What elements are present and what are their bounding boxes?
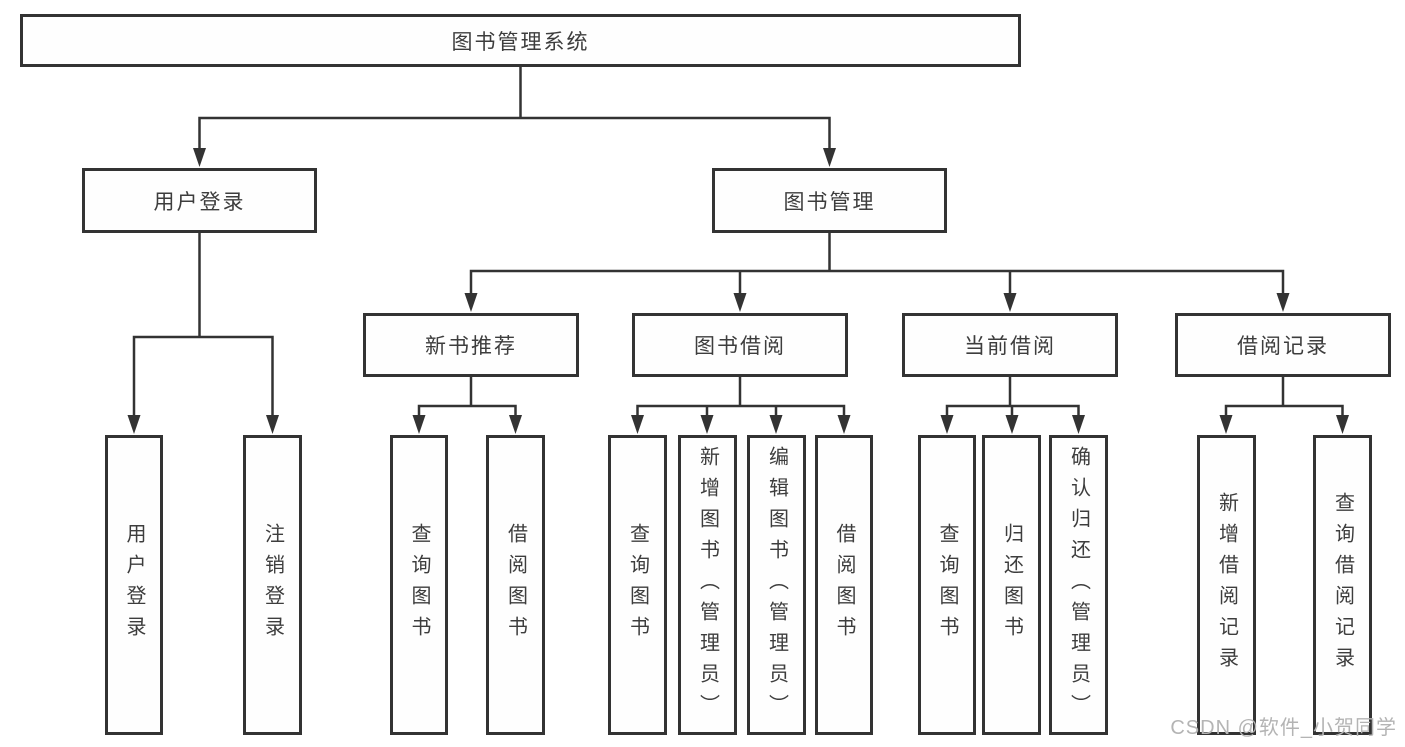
node-label: 查询图书 (408, 523, 430, 647)
connector-book-borrowing (631, 375, 851, 434)
node-label: 借阅图书 (833, 523, 855, 647)
connector-new-book-recommendation (412, 375, 522, 434)
node-label: 新增图书（管理员） (696, 445, 719, 725)
leaf-borrowing-query-books: 查询图书 (608, 435, 667, 735)
node-borrowing-records: 借阅记录 (1175, 313, 1391, 377)
node-label: 确认归还（管理员） (1067, 445, 1090, 725)
leaf-records-add-borrow-record: 新增借阅记录 (1197, 435, 1256, 735)
node-label: 查询图书 (626, 523, 649, 647)
leaf-current-query-books: 查询图书 (918, 435, 976, 735)
connector-current-borrowing (940, 375, 1085, 434)
leaf-current-confirm-return-admin: 确认归还（管理员） (1049, 435, 1108, 735)
node-label: 编辑图书（管理员） (765, 445, 788, 725)
leaf-borrowing-add-books-admin: 新增图书（管理员） (678, 435, 737, 735)
connector-root (193, 65, 836, 167)
node-label: 用户登录 (123, 523, 145, 647)
leaf-logout-login: 注销登录 (243, 435, 302, 735)
leaf-recommend-query-books: 查询图书 (390, 435, 448, 735)
node-book-management: 图书管理 (712, 168, 947, 233)
node-user-login: 用户登录 (82, 168, 317, 233)
node-label: 新增借阅记录 (1215, 492, 1238, 678)
node-label: 图书借阅 (694, 335, 786, 358)
leaf-current-return-books: 归还图书 (982, 435, 1041, 735)
node-label: 当前借阅 (964, 335, 1056, 358)
node-new-book-recommendation: 新书推荐 (363, 313, 579, 377)
leaf-borrowing-edit-books-admin: 编辑图书（管理员） (747, 435, 806, 735)
node-label: 查询图书 (936, 523, 958, 647)
leaf-records-query-borrow-record: 查询借阅记录 (1313, 435, 1372, 735)
node-label: 注销登录 (261, 523, 284, 647)
leaf-recommend-borrow-books: 借阅图书 (486, 435, 545, 735)
node-label: 图书管理系统 (451, 30, 590, 54)
node-label: 查询借阅记录 (1331, 492, 1354, 678)
node-label: 图书管理 (783, 190, 876, 214)
node-label: 新书推荐 (425, 335, 517, 358)
node-label: 借阅记录 (1237, 335, 1329, 358)
csdn-watermark: CSDN @软件_小贺同学 (1170, 717, 1397, 739)
leaf-borrowing-borrow-books: 借阅图书 (815, 435, 873, 735)
node-label: 借阅图书 (504, 523, 527, 647)
node-label: 归还图书 (1000, 523, 1023, 647)
node-book-borrowing: 图书借阅 (632, 313, 848, 377)
connector-book-management (464, 231, 1290, 312)
connector-user-login (127, 231, 279, 434)
node-current-borrowing: 当前借阅 (902, 313, 1118, 377)
node-library-management-system: 图书管理系统 (20, 14, 1021, 67)
leaf-user-login: 用户登录 (105, 435, 163, 735)
node-label: 用户登录 (153, 190, 246, 214)
connector-borrowing-records (1219, 375, 1349, 434)
